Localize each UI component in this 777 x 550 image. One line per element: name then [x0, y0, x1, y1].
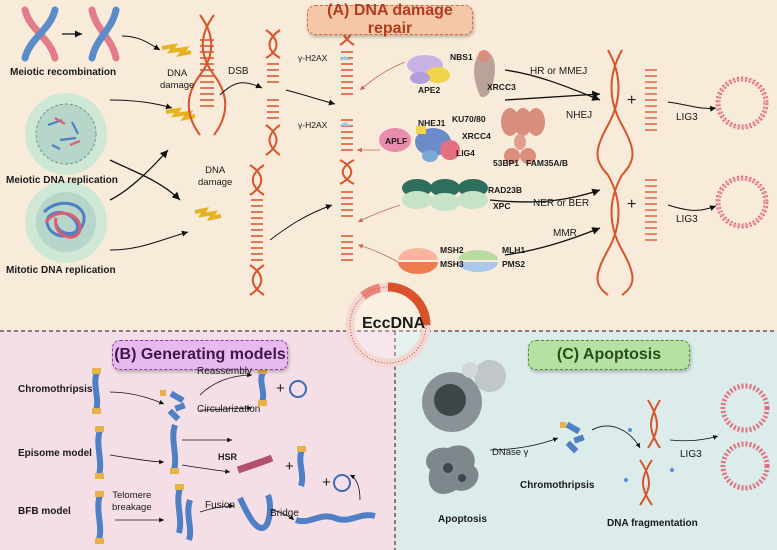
protein-53bp1: 53BP1: [493, 158, 519, 168]
h2ax-label-1: γ-H2AX: [298, 53, 328, 63]
excised-fragment-icon: [645, 69, 657, 241]
dna-damage-label-1: DNA damage: [160, 68, 195, 91]
plus-b-3: +: [322, 474, 331, 491]
lig3-label-2: LIG3: [676, 214, 698, 225]
bfb-chromosome-icon: [95, 491, 104, 544]
fragments-icon: [160, 390, 186, 422]
chromothripsis-c-label: Chromothripsis: [520, 480, 595, 491]
chromosome-icon: [21, 6, 120, 62]
nhej-complex-icon: [415, 126, 460, 162]
protein-nhej1: NHEJ1: [418, 118, 446, 128]
protein-mlh1: MLH1: [502, 245, 526, 255]
source-meiotic-replication: Meiotic DNA replication: [6, 175, 118, 186]
dna-fragmentation-icon: [624, 399, 674, 506]
eccdna-ring-icon: [720, 441, 770, 491]
meiotic-cell-icon: [25, 93, 107, 175]
telomere-label: Telomere breakage: [112, 490, 152, 513]
lig3-label-1: LIG3: [676, 112, 698, 123]
protein-pms2: PMS2: [502, 259, 526, 269]
dna-damage-label-2: DNA damage: [198, 165, 233, 188]
fusion-label: Fusion: [205, 500, 236, 511]
panel-a-bg: [0, 0, 777, 331]
dna-helix-icon: [187, 14, 227, 136]
plus-sign-1: +: [627, 92, 637, 109]
protein-lig4: LIG4: [456, 148, 475, 158]
apoptotic-cell-icon: [422, 360, 506, 494]
bfb-broken-icon: [175, 484, 194, 541]
section-c-title: (C) Apoptosis: [528, 340, 690, 370]
protein-xrcc3: XRCC3: [487, 82, 516, 92]
mitotic-cell-icon: [25, 181, 107, 263]
53bp1-complex-icon: [501, 108, 545, 164]
fused-chromosome-icon: [237, 493, 273, 532]
ecc-circle-icon: [333, 474, 351, 492]
protein-msh2: MSH2: [440, 245, 464, 255]
circularization-label: Circularization: [197, 404, 261, 415]
apoptosis-label: Apoptosis: [438, 514, 487, 525]
protein-ku: KU70/80: [452, 114, 486, 124]
row-bfb: BFB model: [18, 506, 71, 517]
eccdna-center-ring: [345, 282, 431, 368]
bridge-chromosome-icon: [294, 512, 376, 525]
protein-xpc: XPC: [493, 201, 511, 211]
dna-fragmentation-label: DNA fragmentation: [607, 518, 698, 529]
bridge-label: Bridge: [270, 508, 299, 519]
lig3-c-label: LIG3: [680, 449, 702, 460]
chromothripsis-fragments-icon: [560, 421, 585, 454]
protein-msh3: MSH3: [440, 259, 464, 269]
mismatch-repair-icon: [398, 248, 498, 274]
h2ax-label-2: γ-H2AX: [298, 120, 328, 130]
pathway-mmr: MMR: [553, 228, 577, 239]
pathway-ner: NER or BER: [533, 198, 590, 209]
source-meiotic-recombination: Meiotic recombination: [10, 67, 117, 78]
reassembled-chromosome-icon: [258, 368, 267, 406]
pathway-nhej: NHEJ: [566, 110, 593, 121]
protein-fam35a: FAM35A/B: [526, 158, 569, 168]
mitotic-dna-icon: [249, 164, 265, 296]
repaired-dna-icon: [596, 49, 634, 296]
rad23b-xpc-icon: [402, 179, 488, 211]
ecc-circle-icon: [289, 380, 307, 398]
protein-rad23b: RAD23B: [488, 185, 523, 195]
eccdna-center-label: EccDNA: [362, 315, 426, 332]
row-episome: Episome model: [18, 448, 92, 459]
row-chromothripsis: Chromothripsis: [18, 384, 93, 395]
xrcc3-protein-icon: [474, 50, 496, 98]
eccdna-ring-icon: [720, 383, 770, 433]
section-b-title: (B) Generating models: [112, 340, 288, 370]
section-a-title: (A) DNA damage repair: [307, 2, 473, 37]
chromothripsis-chromosome-icon: [92, 368, 101, 414]
dnase-label: DNase γ: [492, 447, 529, 458]
hsr-segment-icon: [236, 454, 274, 474]
pathway-hr: HR or MMEJ: [530, 66, 588, 77]
hsr-label: HSR: [218, 452, 238, 462]
source-mitotic-replication: Mitotic DNA replication: [6, 265, 116, 276]
plus-sign-2: +: [627, 196, 637, 213]
aplf-protein-icon: [379, 128, 411, 152]
ape2-protein-icon: [407, 55, 450, 84]
reassembly-label: Reassembly: [197, 366, 253, 377]
protein-nbs1: NBS1: [450, 52, 473, 62]
episome-result-icon: [170, 424, 179, 474]
protein-xrcc4: XRCC4: [462, 131, 491, 141]
plus-b-2: +: [285, 458, 294, 475]
plus-b-1: +: [276, 380, 285, 397]
protein-ape2: APE2: [418, 85, 441, 95]
dsb-label: DSB: [228, 66, 249, 77]
protein-aplf: APLF: [385, 136, 408, 146]
damage-bolt-icon: [161, 43, 222, 221]
dna-break-icon: [265, 29, 281, 156]
episome-chromosome-icon: [95, 426, 104, 479]
